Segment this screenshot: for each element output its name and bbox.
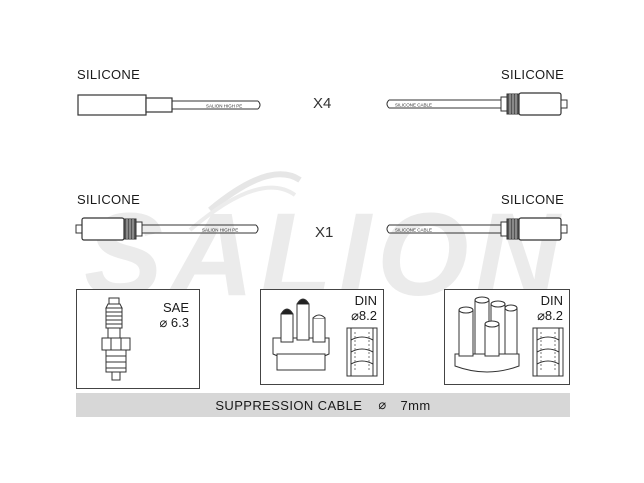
diameter-icon: ⌀ — [378, 397, 387, 412]
box3-label: DIN ⌀8.2 — [537, 293, 563, 323]
spark-plug-icon — [101, 297, 131, 381]
din-connector-icon — [346, 327, 378, 377]
row1-multiplier: X4 — [313, 95, 332, 112]
terminal-box-sae: SAE ⌀ 6.3 — [76, 289, 200, 389]
row1-right-label: SILICONE — [501, 67, 565, 82]
row2-right-print: SILICONE CABLE — [395, 228, 432, 233]
distributor-cap-icon — [272, 298, 330, 371]
row1-left-wire: SALION HIGH PE — [77, 94, 261, 116]
din-connector-icon — [532, 327, 564, 377]
row2-right-wire: SILICONE CABLE — [386, 217, 568, 241]
box2-label: DIN ⌀8.2 — [351, 293, 377, 323]
terminal-box-din-1: DIN ⌀8.2 — [260, 289, 384, 385]
footer-text: SUPPRESSION CABLE — [215, 397, 363, 413]
row1-left-label: SILICONE — [77, 67, 141, 82]
suppression-cable-bar: SUPPRESSION CABLE ⌀ 7mm — [76, 393, 570, 417]
footer-diameter: 7mm — [400, 397, 431, 413]
row2-multiplier: X1 — [315, 224, 334, 241]
row2-left-wire: SALION HIGH PE — [75, 217, 259, 241]
row1-right-wire: SILICONE CABLE — [386, 92, 568, 116]
row1-right-print: SILICONE CABLE — [395, 103, 432, 108]
box1-label: SAE ⌀ 6.3 — [159, 300, 189, 330]
row2-right-label: SILICONE — [501, 192, 565, 207]
row1-left-print: SALION HIGH PE — [206, 104, 242, 109]
row2-left-print: SALION HIGH PE — [202, 228, 238, 233]
row2-left-label: SILICONE — [77, 192, 141, 207]
terminal-box-din-2: DIN ⌀8.2 — [444, 289, 570, 385]
distributor-cap-icon — [454, 296, 520, 373]
